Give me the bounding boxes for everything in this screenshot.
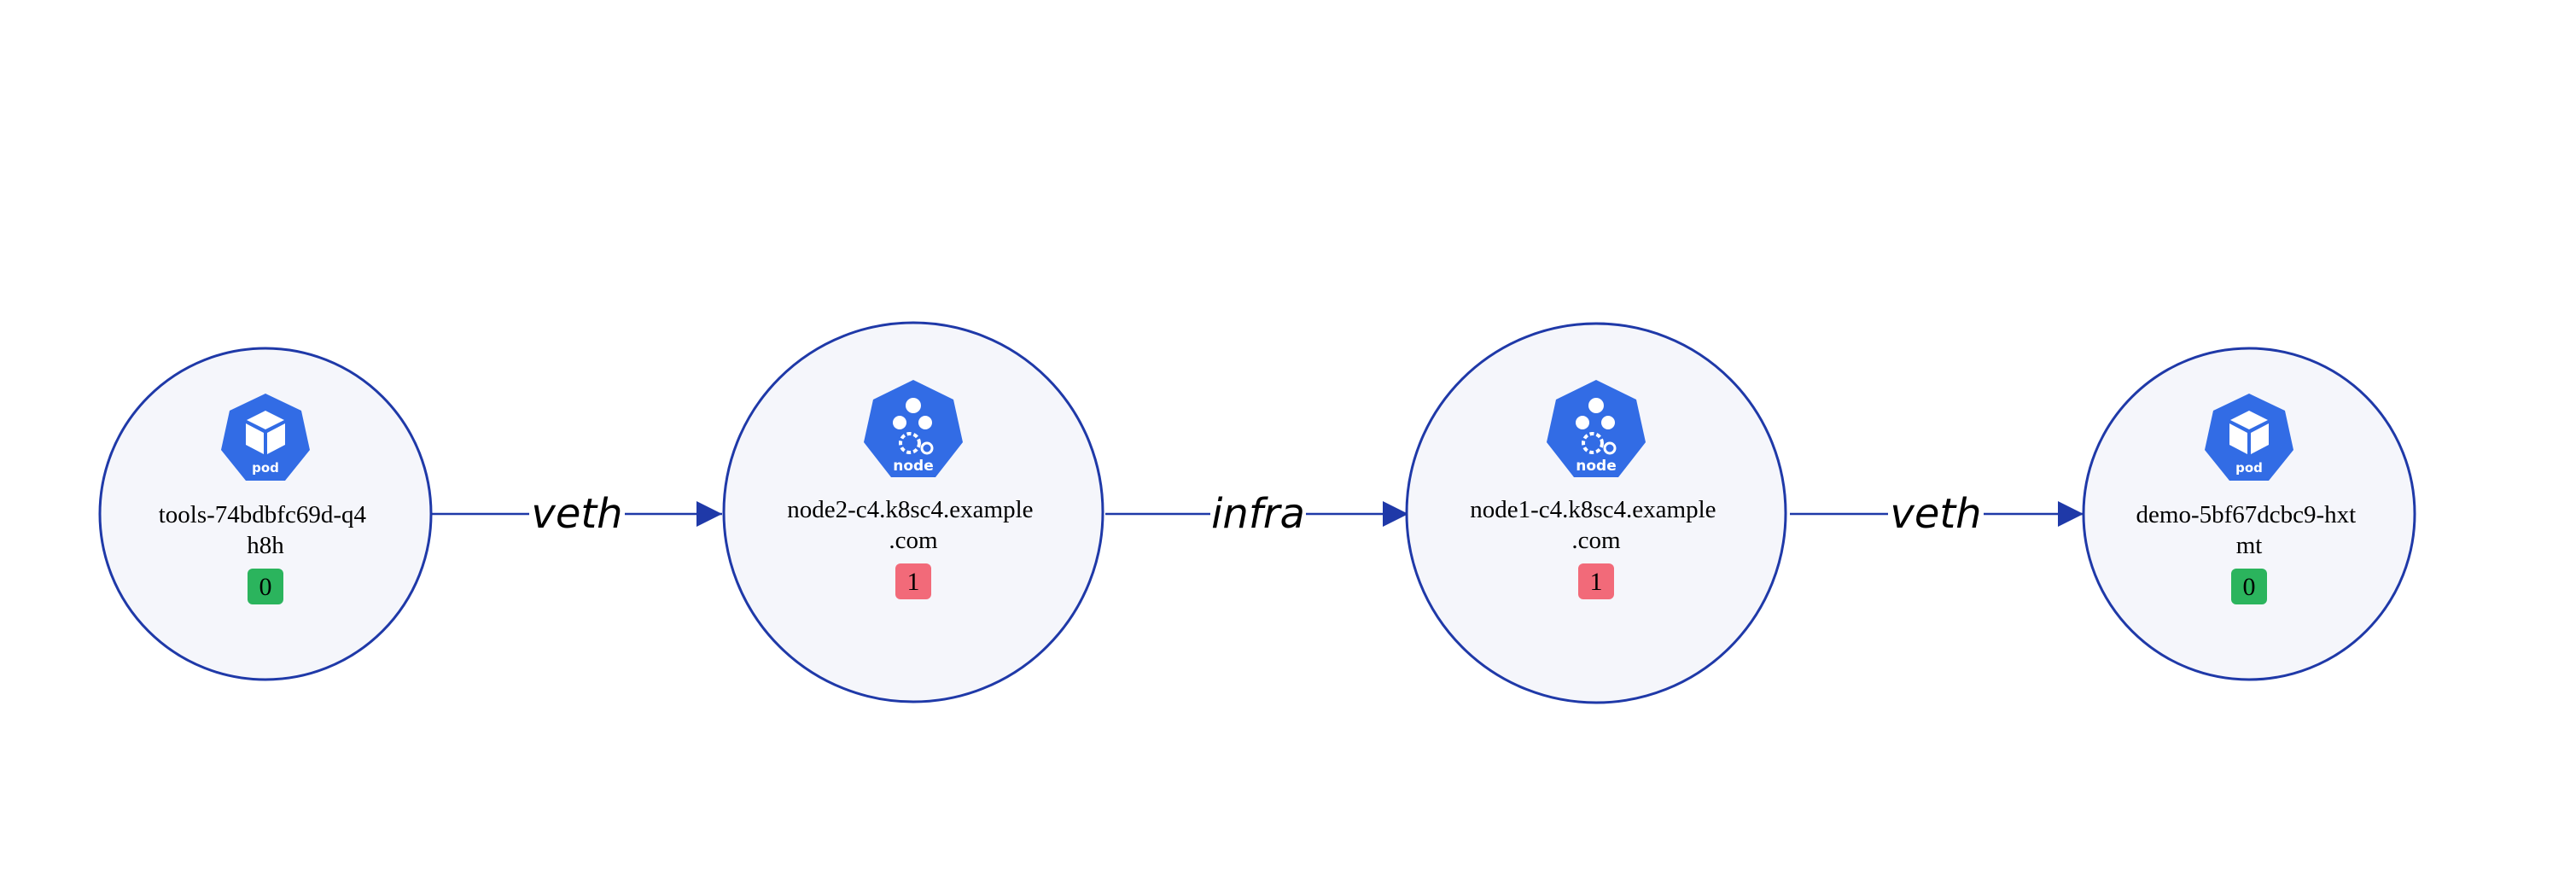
svg-text:0: 0 [259,573,272,601]
edge-node2-to-node1[interactable]: infra [1105,488,1408,540]
graph-node-pod-tools[interactable]: pod tools-74bdbfc69d-q4 h8h 0 [98,347,433,681]
edge-label: veth [1890,490,1981,538]
status-badge: 1 [1578,563,1614,599]
status-badge: 0 [248,569,283,604]
edge-label: infra [1211,490,1305,538]
icon-caption: node [1576,458,1616,475]
svg-text:1: 1 [1590,568,1603,596]
edge-node1-to-demo[interactable]: veth [1790,488,2084,540]
kubernetes-pod-icon: pod [2205,394,2293,481]
node-label: tools-74bdbfc69d-q4 h8h [159,501,373,559]
status-badge: 0 [2231,569,2267,604]
status-badge: 1 [895,563,931,599]
edge-tools-to-node2[interactable]: veth [431,488,722,540]
kubernetes-node-icon: node [864,380,963,477]
graph-node-node2[interactable]: node node2-c4.k8sc4.example .com 1 [722,321,1104,703]
icon-caption: pod [252,460,279,476]
kubernetes-pod-icon: pod [221,394,310,481]
graph-node-pod-demo[interactable]: pod demo-5bf67dcbc9-hxt mt 0 [2082,347,2416,681]
node-label: demo-5bf67dcbc9-hxt mt [2136,501,2363,559]
node-label: node2-c4.k8sc4.example .com [787,496,1040,554]
icon-caption: node [893,458,933,475]
edge-label: veth [531,490,622,538]
node-label: node1-c4.k8sc4.example .com [1470,496,1722,554]
svg-text:1: 1 [907,568,920,596]
kubernetes-node-icon: node [1547,380,1646,477]
graph-node-node1[interactable]: node node1-c4.k8sc4.example .com 1 [1405,322,1787,704]
svg-text:0: 0 [2243,573,2256,601]
icon-caption: pod [2235,460,2263,476]
